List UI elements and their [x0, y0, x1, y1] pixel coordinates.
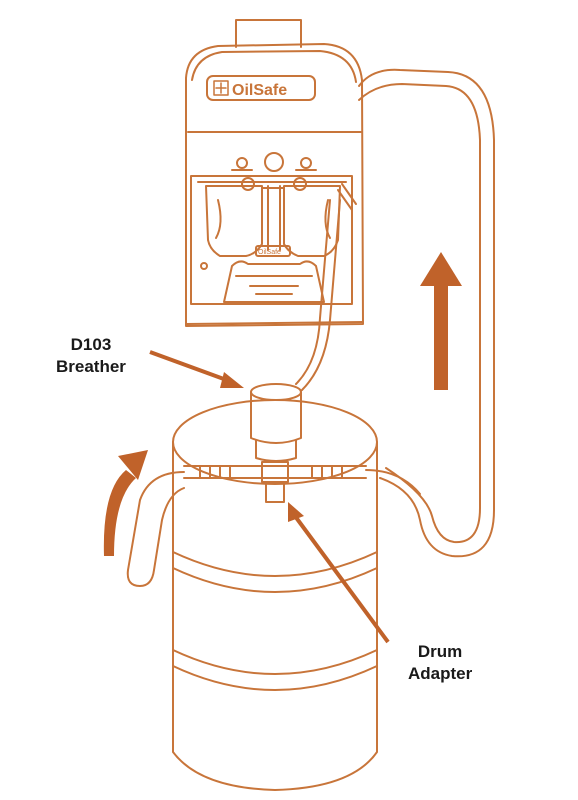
adapter-pointer [288, 502, 390, 644]
drum-hoop-upper [172, 551, 378, 577]
adapter-label-line1: Drum [417, 642, 463, 661]
adapter-label: Drum Adapter [408, 641, 472, 685]
flow-up-arrow [420, 252, 462, 390]
d103-breather [250, 383, 302, 462]
breather-label: D103 Breather [56, 334, 126, 378]
drum-hoop-lower [172, 649, 378, 675]
logo-plaque [206, 75, 316, 101]
adapter-label-line2: Adapter [408, 664, 473, 683]
logo-icon [213, 80, 229, 96]
dispenser-handle [235, 19, 302, 48]
lid-logo-text: OilSafe [258, 249, 281, 256]
flow-curved-arrow [103, 450, 148, 556]
right-container [283, 185, 341, 257]
return-hose [358, 68, 495, 558]
suction-hose [126, 469, 421, 587]
dispenser-logo-text: OilSafe [232, 82, 287, 99]
left-container [205, 185, 263, 257]
center-dial [264, 152, 284, 172]
dispenser-station [185, 19, 364, 327]
lid-bucket [223, 260, 325, 303]
supply-hose [295, 199, 341, 391]
breather-label-line1: D103 [70, 335, 112, 354]
breather-pointer [149, 350, 244, 388]
breather-label-line2: Breather [56, 357, 126, 376]
dispenser-body [185, 43, 364, 327]
oil-drum [172, 399, 378, 791]
